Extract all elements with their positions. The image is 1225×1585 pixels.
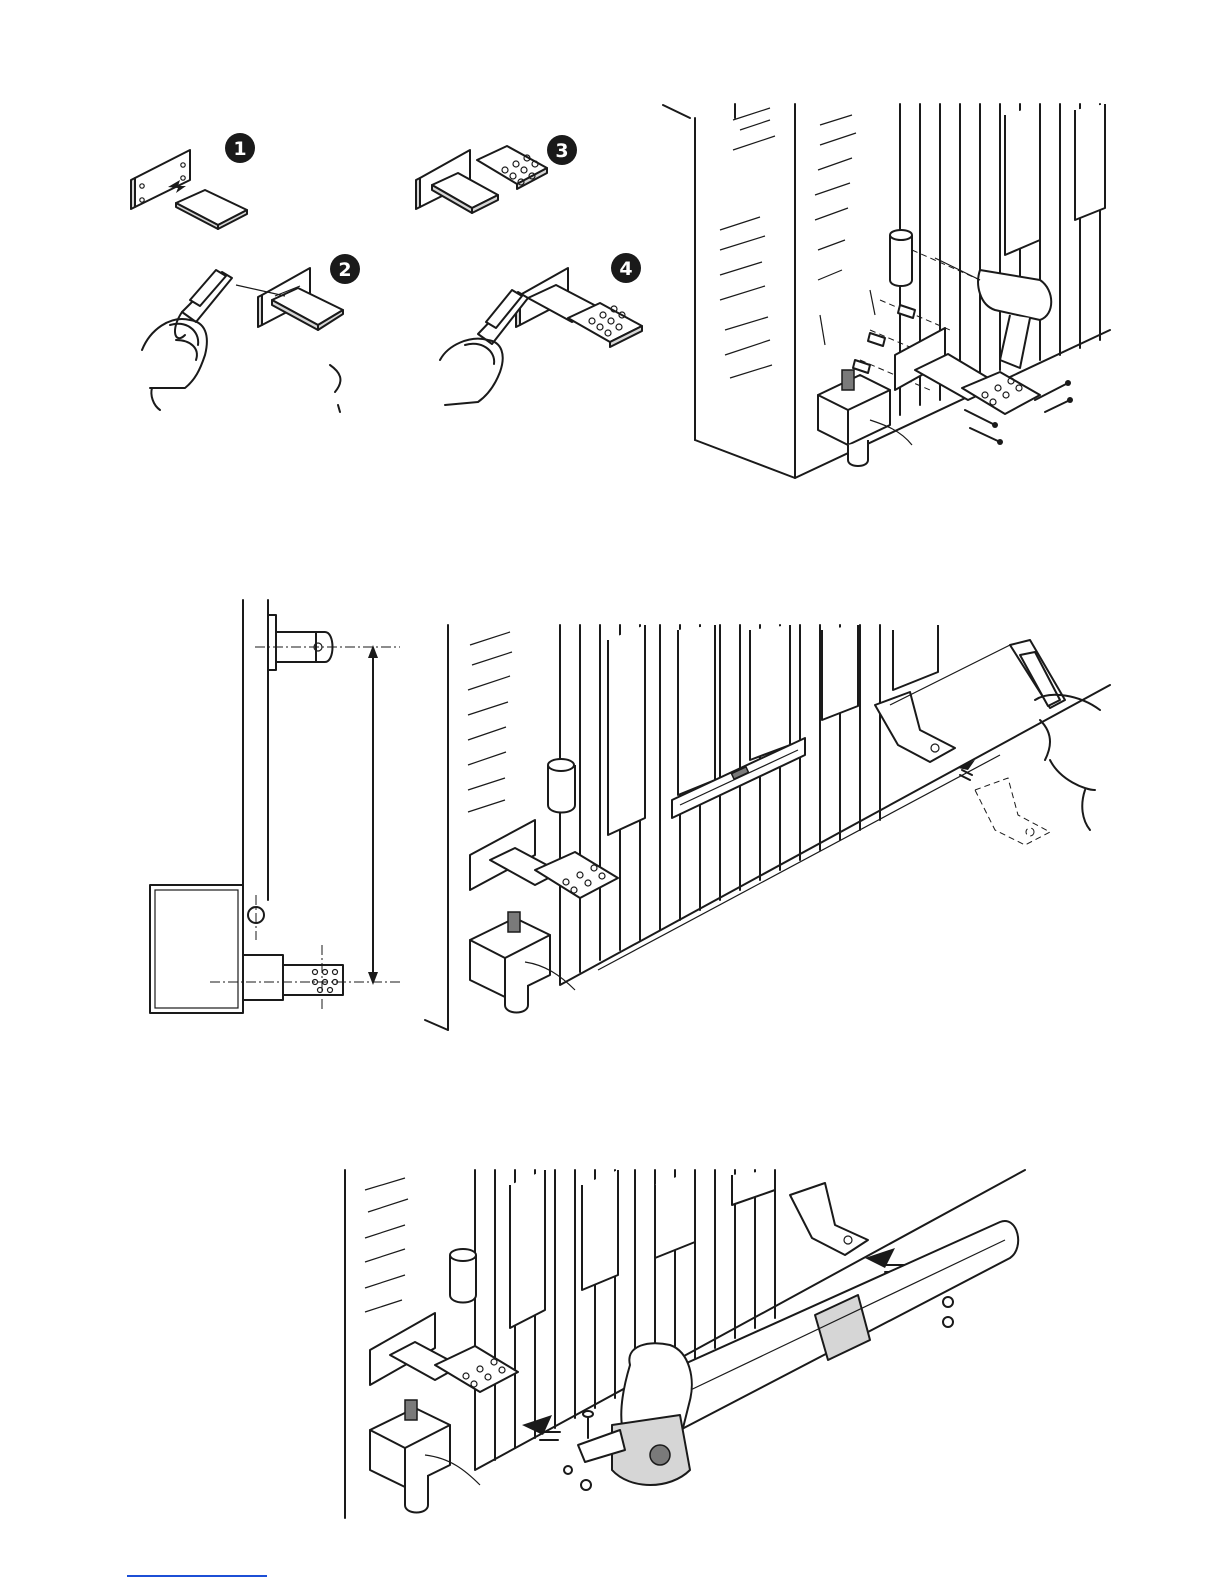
gate-bracket-ghost-icon — [975, 778, 1050, 845]
gate-bracket-icon — [875, 692, 955, 762]
brick-pattern — [720, 108, 856, 378]
drill-icon — [935, 258, 1051, 368]
gate-bracket-icon — [790, 1183, 868, 1255]
step-badge-3-label: 3 — [555, 140, 568, 162]
step-badge-4-label: 4 — [619, 258, 632, 280]
footer-link-underline[interactable] — [127, 1575, 267, 1577]
pillar-drilling-scene — [663, 104, 1110, 478]
figure-2-side-view — [150, 600, 400, 1013]
hinge-cap-icon — [890, 230, 912, 286]
step-badge-2-label: 2 — [338, 259, 351, 281]
hinge-cap-icon — [548, 759, 575, 813]
step-badge-2: 2 — [330, 254, 360, 284]
step-badge-1: 1 — [225, 133, 255, 163]
brick-pattern — [468, 632, 512, 812]
figure-2-leveling-scene — [425, 625, 1110, 1030]
step-2-welding — [142, 268, 343, 412]
figure-3-actuator-mounting — [345, 1170, 1025, 1518]
hinge-cap-icon — [450, 1249, 476, 1303]
step-badge-1-label: 1 — [233, 138, 246, 160]
motor-actuator-icon — [578, 1221, 1018, 1485]
figure-1-steps: 1 2 — [131, 104, 1110, 478]
height-dimension-arrow — [368, 645, 378, 985]
gate-bars — [580, 625, 938, 972]
hand-icon — [1035, 695, 1100, 830]
step-4-welding — [440, 268, 642, 405]
junction-box-icon — [370, 1400, 480, 1513]
step-badge-3: 3 — [547, 135, 577, 165]
step-badge-4: 4 — [611, 253, 641, 283]
brick-pattern — [365, 1178, 408, 1312]
step-1-plate-and-bar — [131, 150, 247, 229]
bolt-icon — [583, 1411, 593, 1438]
hand-icon — [440, 339, 503, 405]
step-3-plates — [416, 146, 547, 213]
